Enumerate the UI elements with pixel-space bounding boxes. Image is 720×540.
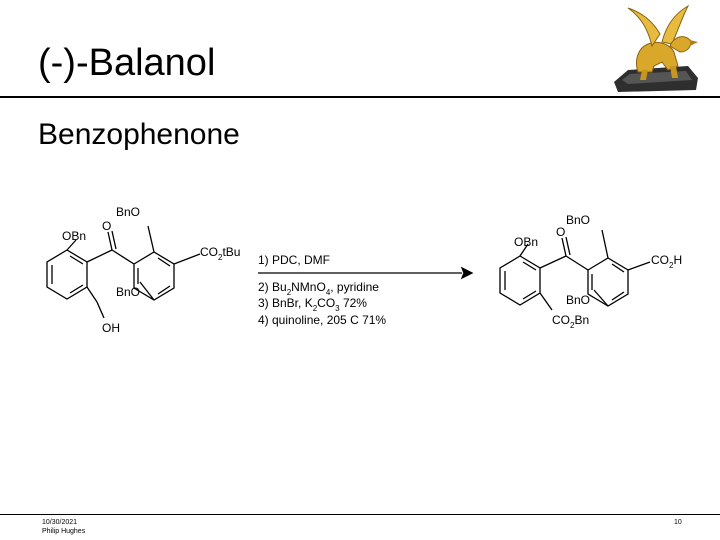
product-bno-top-label: BnO [566,213,590,227]
griffin-statue-icon [614,4,698,92]
reactant-obn-label: OBn [62,229,86,243]
product-ester-label: CO2Bn [552,313,589,330]
product-carbonyl-o-label: O [556,225,565,239]
title-divider [0,96,720,98]
reactant-ester-label: CO2tBu [200,245,240,262]
reactant-oh-label: OH [102,321,120,335]
reactant-carbonyl-o-label: O [102,219,111,233]
slide-subtitle: Benzophenone [38,118,240,151]
reaction-scheme: OBn O BnO BnO OH CO2tBu 1) PDC, DMF 2) B… [46,205,682,335]
condition-step-1: 1) PDC, DMF [258,253,330,267]
footer-info: 10/30/2021 Philip Hughes [42,518,85,536]
reactant-bno-bottom-label: BnO [116,285,140,299]
product-right-ring [587,257,629,307]
page-number: 10 [674,519,682,526]
reactant-left-ring [46,249,88,300]
condition-step-2: 2) Bu2NMnO4, pyridine [258,280,379,297]
reactant-bno-top-label: BnO [116,205,140,219]
product-left-ring [499,255,541,306]
footer-author: Philip Hughes [42,528,86,535]
product-bno-bottom-label: BnO [566,293,590,307]
product-acid-label: CO2H [651,253,682,270]
footer-date: 10/30/2021 [42,519,78,526]
condition-step-3: 3) BnBr, K2CO3 72% [258,296,367,313]
slide-title: (-)-Balanol [38,42,216,84]
condition-step-4: 4) quinoline, 205 C 71% [258,313,386,327]
footer-divider [0,514,720,515]
product-obn-label: OBn [514,235,538,249]
